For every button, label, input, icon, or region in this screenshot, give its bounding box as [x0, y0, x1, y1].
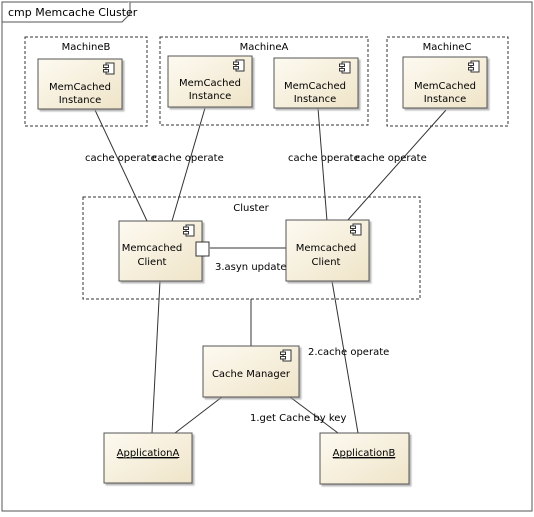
- machine-c-label: MachineC: [423, 42, 472, 53]
- connector-a2-to-client-right: [317, 107, 328, 222]
- memcached-a2-line2: Instance: [294, 94, 337, 105]
- memcached-c-line2: Instance: [424, 94, 467, 105]
- connector-manager-to-app-b: [289, 396, 339, 434]
- label-cache-operate-3: cache operate: [288, 153, 360, 164]
- frame-title: cmp Memcache Cluster: [8, 6, 138, 19]
- client-right-line1: Memcached: [296, 243, 356, 254]
- cache-manager[interactable]: Cache Manager: [202, 345, 300, 398]
- machine-b-group: [24, 36, 148, 127]
- label-cache-operate-4: cache operate: [355, 153, 427, 164]
- connector-manager-to-app-a: [174, 396, 223, 434]
- cache-manager-label: Cache Manager: [212, 369, 291, 380]
- connector-a1-to-client-left: [171, 107, 206, 222]
- memcached-b-line1: MemCached: [49, 82, 111, 93]
- memcached-a1-line1: MemCached: [179, 78, 241, 89]
- connector-c-to-client-right: [346, 109, 447, 222]
- label-cache-operate-1: cache operate: [85, 153, 157, 164]
- application-a-label: ApplicationA: [117, 448, 180, 459]
- label-cache-operate-step2: 2.cache operate: [308, 347, 389, 358]
- memcached-instance-b[interactable]: MemCached Instance: [37, 58, 123, 110]
- application-b-label: ApplicationB: [333, 448, 396, 459]
- client-left-line2: Client: [138, 257, 167, 268]
- machine-a-group: [159, 36, 369, 126]
- memcached-instance-a1[interactable]: MemCached Instance: [167, 55, 253, 108]
- memcached-c-line1: MemCached: [414, 81, 476, 92]
- application-a[interactable]: ApplicationA: [103, 432, 193, 484]
- client-port: [195, 241, 210, 257]
- client-right-line2: Client: [312, 257, 341, 268]
- connector-client-left-to-app-a: [151, 280, 161, 434]
- machine-b-label: MachineB: [62, 42, 111, 53]
- cluster-label: Cluster: [233, 203, 269, 214]
- client-left-line1: Memcached: [122, 243, 182, 254]
- memcached-client-right[interactable]: Memcached Client: [285, 219, 370, 282]
- application-b[interactable]: ApplicationB: [319, 432, 410, 485]
- memcached-client-left[interactable]: Memcached Client: [118, 220, 203, 282]
- label-cache-operate-2: cache operate: [152, 153, 224, 164]
- memcached-instance-a2[interactable]: MemCached Instance: [273, 57, 359, 109]
- label-asyn-update: 3.asyn update: [215, 262, 287, 273]
- connector-b-to-client-left: [94, 109, 148, 222]
- machine-a-label: MachineA: [240, 42, 289, 53]
- label-get-cache-by-key: 1.get Cache by key: [250, 413, 346, 424]
- machine-c-group: [386, 36, 509, 127]
- memcached-a1-line2: Instance: [189, 91, 232, 102]
- frame-title-tab: [2, 2, 131, 23]
- memcached-instance-c[interactable]: MemCached Instance: [402, 56, 488, 109]
- connector-client-right-to-app-b: [331, 280, 359, 434]
- memcached-a2-line1: MemCached: [284, 81, 346, 92]
- memcached-b-line2: Instance: [59, 95, 102, 106]
